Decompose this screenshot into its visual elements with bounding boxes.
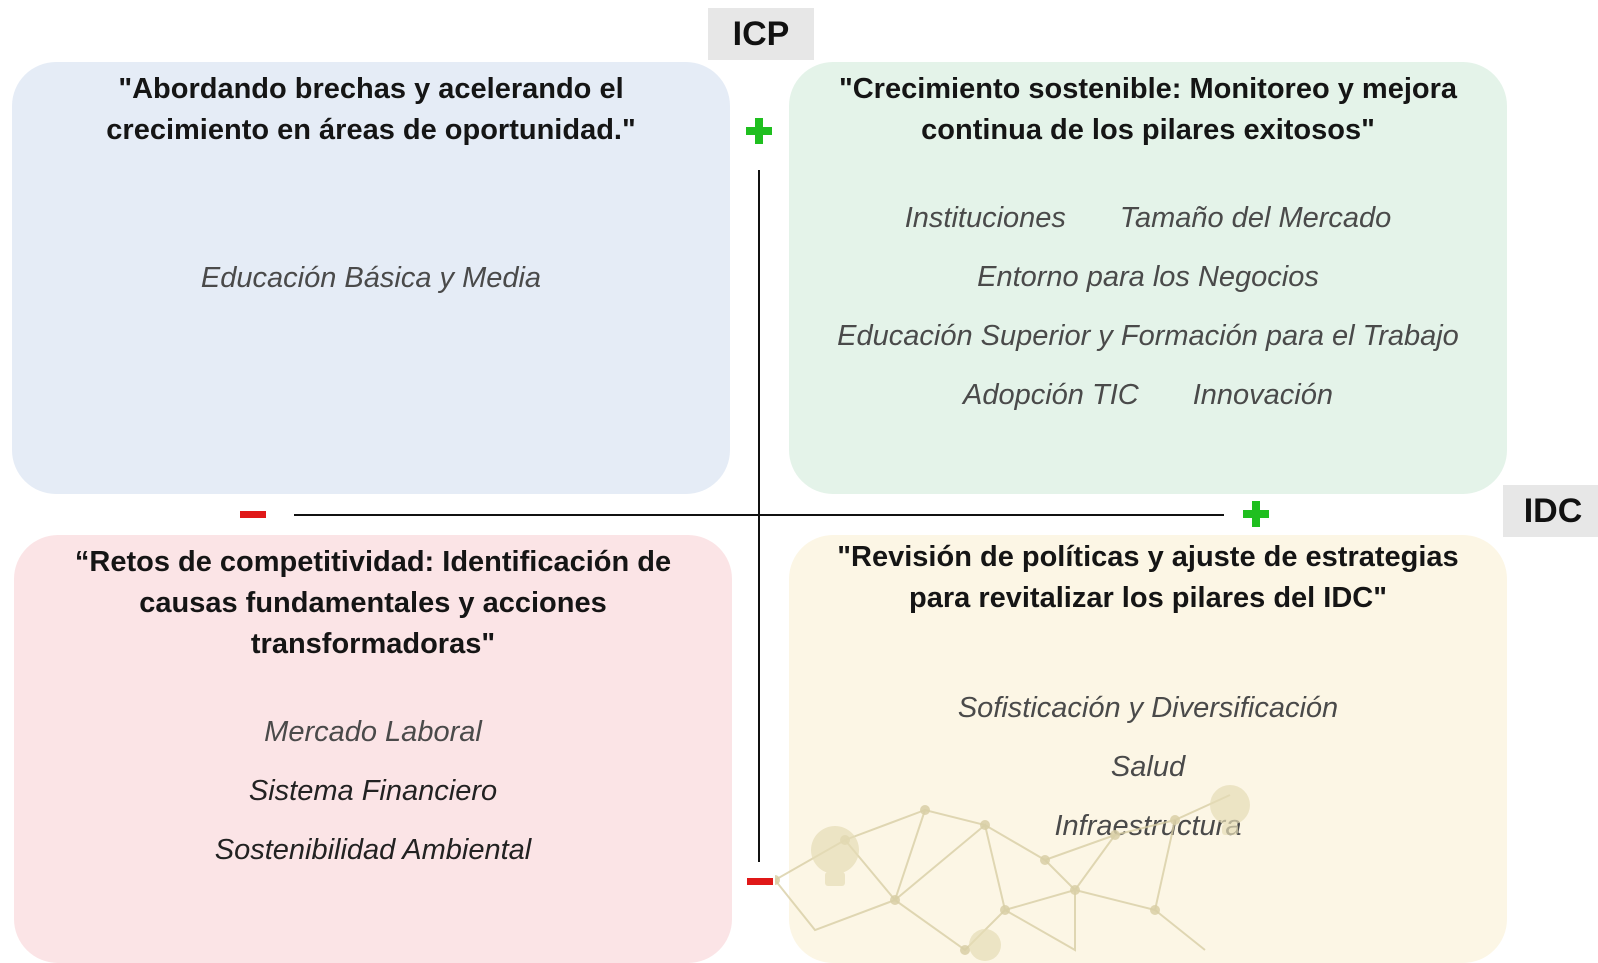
quadrant-item: Adopción TIC — [963, 379, 1139, 411]
quadrant-item: Educación Básica y Media — [200, 262, 542, 294]
idc-axis-label: IDC — [1503, 485, 1598, 537]
quadrant-item: Tamaño del Mercado — [1119, 202, 1392, 234]
quadrant-item: Innovación — [1192, 379, 1333, 411]
quadrant-item: Salud — [1110, 751, 1186, 783]
quadrant-bottom-right-title: "Revisión de políticas y ajuste de estra… — [837, 541, 1459, 614]
quadrant-top-left: "Abordando brechas y acelerando el creci… — [12, 62, 730, 494]
quadrant-item: Entorno para los Negocios — [977, 261, 1319, 293]
quadrant-item: Mercado Laboral — [264, 716, 482, 748]
quadrant-bottom-left: “Retos de competitividad: Identificación… — [14, 535, 732, 963]
quadrant-top-left-title: "Abordando brechas y acelerando el creci… — [106, 73, 636, 146]
quadrant-bottom-left-title: “Retos de competitividad: Identificación… — [74, 546, 672, 660]
plus-icon — [746, 118, 772, 144]
minus-icon — [240, 511, 266, 518]
quadrant-bottom-right: "Revisión de políticas y ajuste de estra… — [789, 535, 1507, 963]
quadrant-item: Sofisticación y Diversificación — [957, 692, 1339, 724]
quadrant-top-right-title: "Crecimiento sostenible: Monitoreo y mej… — [838, 73, 1458, 146]
quadrant-item: Educación Superior y Formación para el T… — [837, 320, 1459, 352]
quadrant-item-row: Instituciones Tamaño del Mercado — [789, 202, 1507, 235]
quadrant-item: Sostenibilidad Ambiental — [214, 834, 532, 866]
lightbulb-network-icon — [775, 785, 1250, 961]
quadrant-top-right: "Crecimiento sostenible: Monitoreo y mej… — [789, 62, 1507, 494]
icp-axis-label: ICP — [708, 8, 814, 60]
quadrant-item-row: Adopción TIC Innovación — [789, 379, 1507, 412]
quadrant-item: Instituciones — [904, 202, 1066, 234]
plus-icon — [1243, 501, 1269, 527]
minus-icon — [747, 878, 773, 885]
vertical-axis-line — [758, 170, 760, 862]
horizontal-axis-line — [294, 514, 1224, 516]
quadrant-item: Sistema Financiero — [248, 775, 498, 807]
